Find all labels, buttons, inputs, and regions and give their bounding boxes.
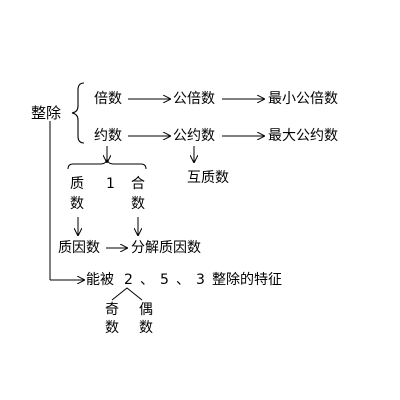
prime-label-top: 质	[70, 176, 84, 192]
prime-factorization-label: 分解质因数	[131, 240, 201, 256]
separator-1: 、	[140, 272, 154, 288]
prime-factor-label: 质因数	[58, 240, 100, 256]
separator-2: 、	[176, 272, 190, 288]
common-divisor-label: 公约数	[173, 128, 215, 144]
greatest-common-divisor-label: 最大公约数	[268, 128, 338, 144]
number-5: 5	[160, 272, 169, 288]
odd-label-top: 奇	[105, 302, 119, 318]
divisibility-features-label: 整除的特征	[212, 272, 282, 288]
prime-label-bottom: 数	[70, 196, 84, 212]
common-multiple-label: 公倍数	[173, 91, 215, 107]
multiple-label: 倍数	[94, 91, 122, 107]
even-label-top: 偶	[139, 302, 153, 318]
odd-label-bottom: 数	[105, 320, 119, 336]
composite-label-top: 合	[131, 176, 145, 192]
composite-label-bottom: 数	[131, 196, 145, 212]
one-label: 1	[106, 176, 115, 192]
root-label: 整除	[31, 104, 62, 122]
divisor-label: 约数	[94, 128, 122, 144]
parity-fork	[111, 287, 143, 301]
coprime-label: 互质数	[187, 170, 229, 186]
divisible-by-label: 能被	[86, 272, 114, 288]
number-2: 2	[124, 272, 133, 288]
number-3: 3	[196, 272, 205, 288]
least-common-multiple-label: 最小公倍数	[268, 91, 338, 107]
root-brace	[71, 82, 85, 144]
even-label-bottom: 数	[139, 320, 153, 336]
divisor-brace	[67, 158, 147, 170]
